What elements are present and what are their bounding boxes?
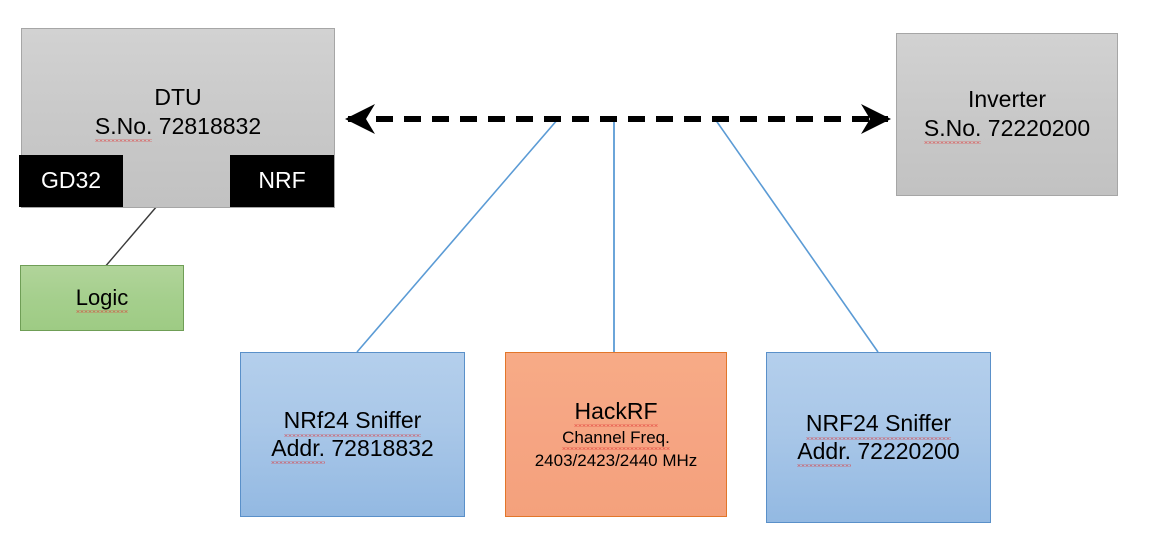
gd32-label: GD32: [40, 167, 102, 194]
dtu-serial: S.No. 72818832: [94, 113, 262, 143]
dtu-serial-label: S.No.: [94, 113, 153, 143]
sniffer-right-label-wrap: NRF24 Sniffer: [805, 410, 952, 440]
inverter-serial-label: S.No.: [923, 115, 982, 145]
hackrf-node[interactable]: HackRF Channel Freq. 2403/2423/2440 MHz: [505, 352, 727, 517]
logic-node[interactable]: Logic: [20, 265, 184, 331]
dtu-label: DTU: [154, 84, 202, 110]
nrf-label: NRF: [258, 167, 306, 194]
inverter-node[interactable]: Inverter S.No. 72220200: [896, 33, 1118, 196]
gd32-node[interactable]: GD32: [19, 155, 123, 207]
sniffer-right-tap-line: [714, 118, 879, 353]
sniffer-left-addr-label: Addr.: [271, 434, 325, 464]
sniffer-left-tap-line: [356, 118, 559, 353]
dtu-serial-value: 72818832: [158, 113, 262, 140]
sniffer-left-addr-value: 72818832: [331, 434, 434, 461]
sniffer-right-label: NRF24 Sniffer: [805, 410, 952, 440]
inverter-serial-value: 72220200: [987, 115, 1091, 142]
sniffer-left-label: NRf24 Sniffer: [283, 407, 422, 437]
hackrf-channel-label: Channel Freq.: [562, 428, 670, 451]
hackrf-channel-label-wrap: Channel Freq.: [562, 428, 670, 451]
logic-label: Logic: [75, 285, 129, 313]
sniffer-left-addr: Addr. 72818832: [271, 434, 434, 464]
sniffer-left-node[interactable]: NRf24 Sniffer Addr. 72818832: [240, 352, 465, 517]
hackrf-label: HackRF: [574, 397, 658, 428]
hackrf-label-wrap: HackRF: [574, 397, 658, 428]
logic-label-wrap: Logic: [75, 285, 129, 313]
sniffer-right-addr: Addr. 72220200: [797, 437, 960, 467]
inverter-label: Inverter: [968, 86, 1046, 112]
sniffer-right-node[interactable]: NRF24 Sniffer Addr. 72220200: [766, 352, 991, 523]
hackrf-channel-value: 2403/2423/2440 MHz: [534, 451, 698, 471]
sniffer-left-label-wrap: NRf24 Sniffer: [283, 407, 422, 437]
sniffer-right-addr-value: 72220200: [857, 437, 960, 464]
sniffer-right-addr-label: Addr.: [797, 437, 851, 467]
nrf-node[interactable]: NRF: [230, 155, 334, 207]
inverter-serial: S.No. 72220200: [923, 115, 1091, 145]
